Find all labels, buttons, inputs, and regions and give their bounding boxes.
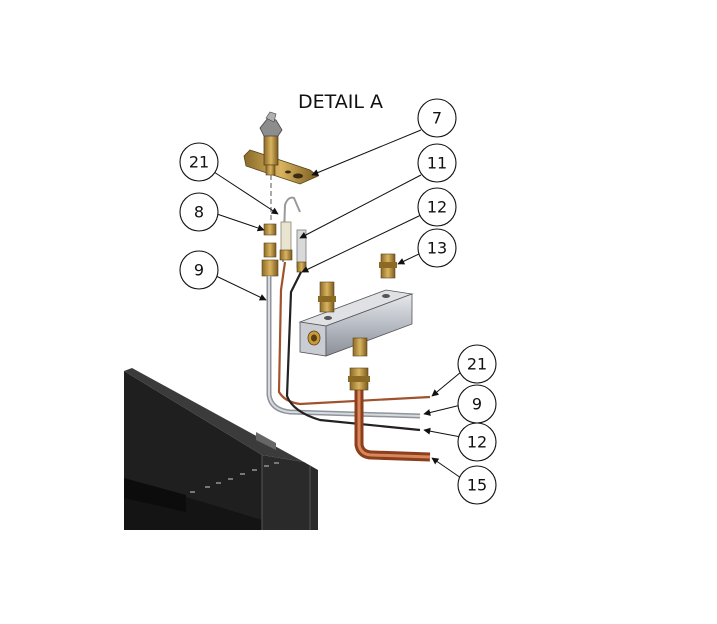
callout-8-label: 8 xyxy=(194,203,204,222)
callout-21-top: 21 xyxy=(179,142,219,182)
firebox xyxy=(124,368,318,530)
detail-title: DETAIL A xyxy=(298,91,383,113)
callout-13: 13 xyxy=(417,228,457,268)
thermocouple xyxy=(279,196,307,273)
callout-12-top-label: 12 xyxy=(427,198,447,217)
callout-12-right-label: 12 xyxy=(467,433,487,452)
callout-9-left-label: 9 xyxy=(194,261,204,280)
callout-9-left: 9 xyxy=(179,250,219,290)
callout-12-right: 12 xyxy=(457,422,497,462)
pilot-fittings xyxy=(261,223,279,277)
callout-15: 15 xyxy=(457,465,497,505)
callout-21-right: 21 xyxy=(457,344,497,384)
callout-21-top-label: 21 xyxy=(189,153,209,172)
tubing xyxy=(266,261,431,462)
callout-12-top: 12 xyxy=(417,187,457,227)
callout-8: 8 xyxy=(179,192,219,232)
callout-15-label: 15 xyxy=(467,476,487,495)
pilot-assembly xyxy=(243,111,319,185)
callout-7: 7 xyxy=(417,98,457,138)
callout-11-label: 11 xyxy=(427,154,447,173)
callout-9-right: 9 xyxy=(457,384,497,424)
callout-9-right-label: 9 xyxy=(472,395,482,414)
leader-lines xyxy=(213,129,462,479)
callout-13-label: 13 xyxy=(427,239,447,258)
manifold-block xyxy=(298,253,414,391)
callout-7-label: 7 xyxy=(432,109,442,128)
callout-11: 11 xyxy=(417,143,457,183)
callout-21-right-label: 21 xyxy=(467,355,487,374)
